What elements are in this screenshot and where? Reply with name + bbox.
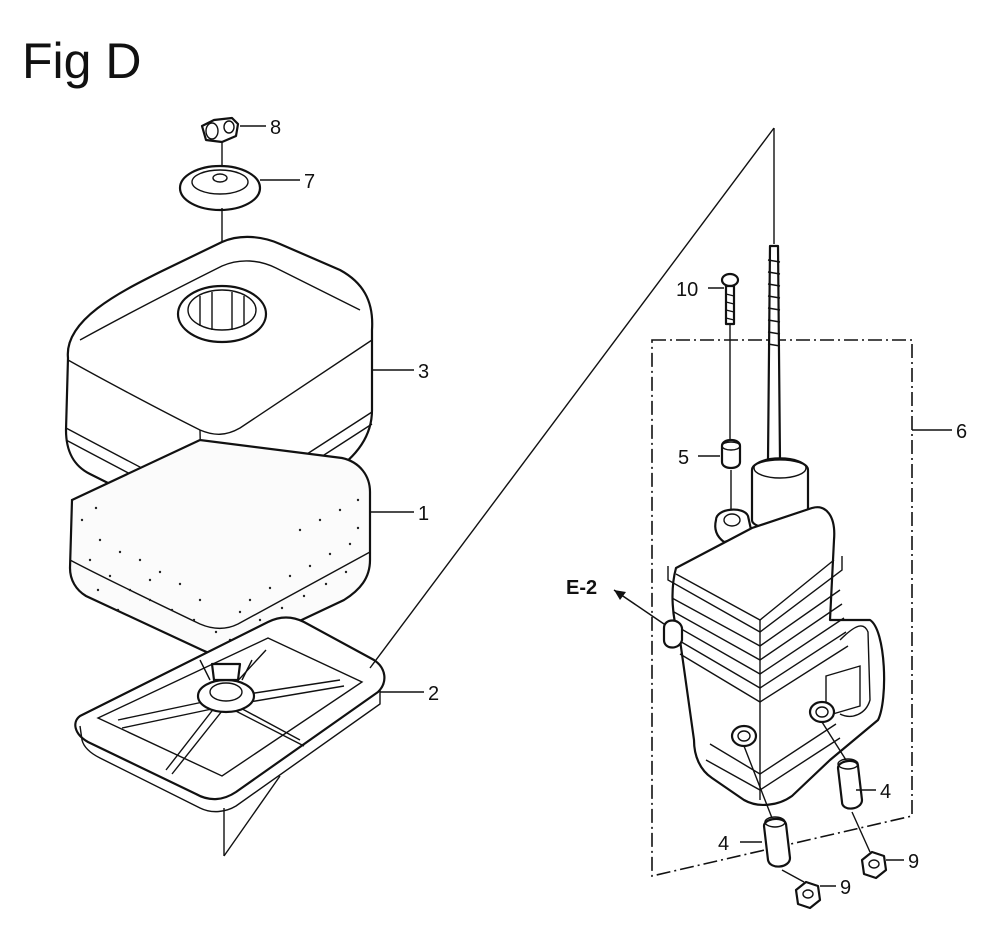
part-9-nut-right xyxy=(860,850,888,880)
callout-3: 3 xyxy=(418,361,429,383)
part-8-wing-nut xyxy=(200,116,240,144)
reference-arrow xyxy=(613,589,665,625)
part-1-filter-element xyxy=(68,438,372,656)
stud-bolt xyxy=(766,244,782,462)
callout-9a: 9 xyxy=(840,877,851,899)
axis-nut-left xyxy=(781,869,805,883)
part-9-nut-left xyxy=(794,880,822,910)
callout-4a: 4 xyxy=(718,833,729,855)
callout-5: 5 xyxy=(678,447,689,469)
reference-label: E-2 xyxy=(566,577,597,599)
figure-title: Fig D xyxy=(22,33,141,89)
callout-4b: 4 xyxy=(880,781,891,803)
callout-10: 10 xyxy=(676,279,698,301)
callout-6: 6 xyxy=(956,421,967,443)
axis-nut-right xyxy=(851,811,871,853)
part-4-dowel-left xyxy=(762,816,792,868)
part-5-collar xyxy=(720,438,742,470)
callout-7: 7 xyxy=(304,171,315,193)
part-6-enclosure xyxy=(651,339,913,878)
callout-1: 1 xyxy=(418,503,429,525)
part-4-dowel-right xyxy=(836,758,864,810)
callout-9b: 9 xyxy=(908,851,919,873)
axis-dowel-right xyxy=(821,721,847,761)
connection-lines-left xyxy=(223,127,775,857)
part-10-bolt xyxy=(720,272,740,326)
part-2-base-plate xyxy=(74,616,386,813)
callout-8: 8 xyxy=(270,117,281,139)
part-6-elbow-case xyxy=(662,457,886,806)
axis-dowel-left xyxy=(743,745,773,819)
part-7-washer xyxy=(178,164,262,212)
callout-2: 2 xyxy=(428,683,439,705)
